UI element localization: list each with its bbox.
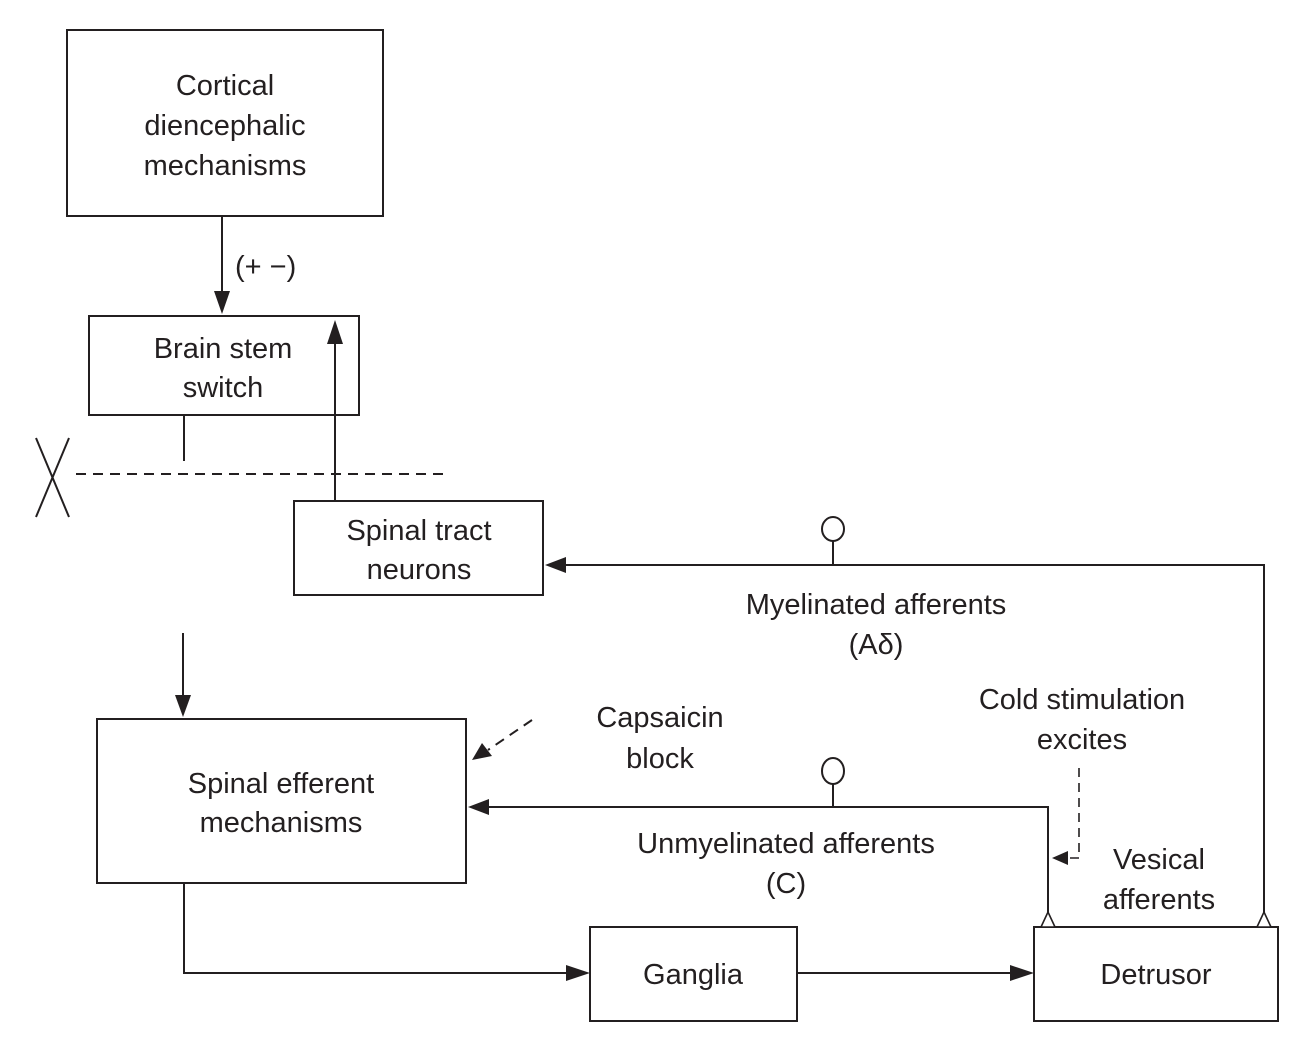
detrusor-label: Detrusor	[1100, 959, 1212, 991]
arrowhead-left-icon	[468, 799, 489, 815]
vesical-receptor-ending-icon	[1039, 910, 1057, 928]
cold-stimulation-dashed-arrow	[1068, 768, 1080, 859]
capsaicin-label-line-1: Capsaicin	[596, 702, 723, 734]
spinal-tract-line-1: Spinal tract	[346, 515, 491, 547]
ganglia-label: Ganglia	[643, 959, 744, 991]
arrowhead-dashed-icon	[1052, 851, 1068, 865]
cortical-line-2: diencephalic	[144, 110, 305, 142]
arrowhead-up-icon	[327, 320, 343, 344]
arrowhead-dashed-icon	[472, 743, 492, 760]
capsaicin-dashed-arrow	[487, 719, 533, 751]
arrowhead-down-icon	[214, 291, 230, 314]
myelinated-neuron-cell-body-icon	[821, 516, 845, 542]
unmyelinated-afferent-path	[488, 806, 1049, 921]
transection-x-icon-stroke	[35, 437, 70, 518]
unmyelinated-label-line-2: (C)	[766, 868, 806, 900]
spinal-tract-box	[293, 500, 544, 596]
unmyelinated-label-line-1: Unmyelinated afferents	[637, 828, 935, 860]
arrowhead-left-icon	[545, 557, 566, 573]
capsaicin-label-line-2: block	[626, 743, 694, 775]
arrowhead-down-icon	[175, 695, 191, 717]
cortical-line-1: Cortical	[176, 70, 274, 102]
ganglia-box	[589, 926, 798, 1022]
brainstem-box	[88, 315, 360, 416]
spinal-efferent-line-2: mechanisms	[200, 807, 363, 839]
arrowhead-right-icon	[566, 965, 590, 981]
brainstem-line-1: Brain stem	[154, 333, 293, 365]
arrowhead-right-icon	[1010, 965, 1034, 981]
myelinated-afferent-path	[566, 564, 1265, 921]
cortical-box	[66, 29, 384, 217]
spinal-efferent-box	[96, 718, 467, 884]
myelinated-label-line-2: (Aδ)	[849, 629, 904, 661]
vesical-label-line-1: Vesical	[1113, 844, 1205, 876]
cold-label-line-1: Cold stimulation	[979, 684, 1185, 716]
myelinated-label-line-1: Myelinated afferents	[746, 589, 1007, 621]
cold-label-line-2: excites	[1037, 724, 1127, 756]
vesical-receptor-ending-icon	[1255, 910, 1273, 928]
cortical-line-3: mechanisms	[144, 150, 307, 182]
vesical-label-line-2: afferents	[1103, 884, 1215, 916]
modulation-label: (+ −)	[235, 251, 296, 283]
unmyelinated-neuron-cell-body-icon	[821, 757, 845, 785]
spinal-efferent-line-1: Spinal efferent	[188, 768, 375, 800]
brainstem-line-2: switch	[183, 372, 264, 404]
detrusor-box	[1033, 926, 1279, 1022]
spinal-tract-line-2: neurons	[367, 554, 472, 586]
efferent-to-ganglia-path	[183, 883, 570, 974]
